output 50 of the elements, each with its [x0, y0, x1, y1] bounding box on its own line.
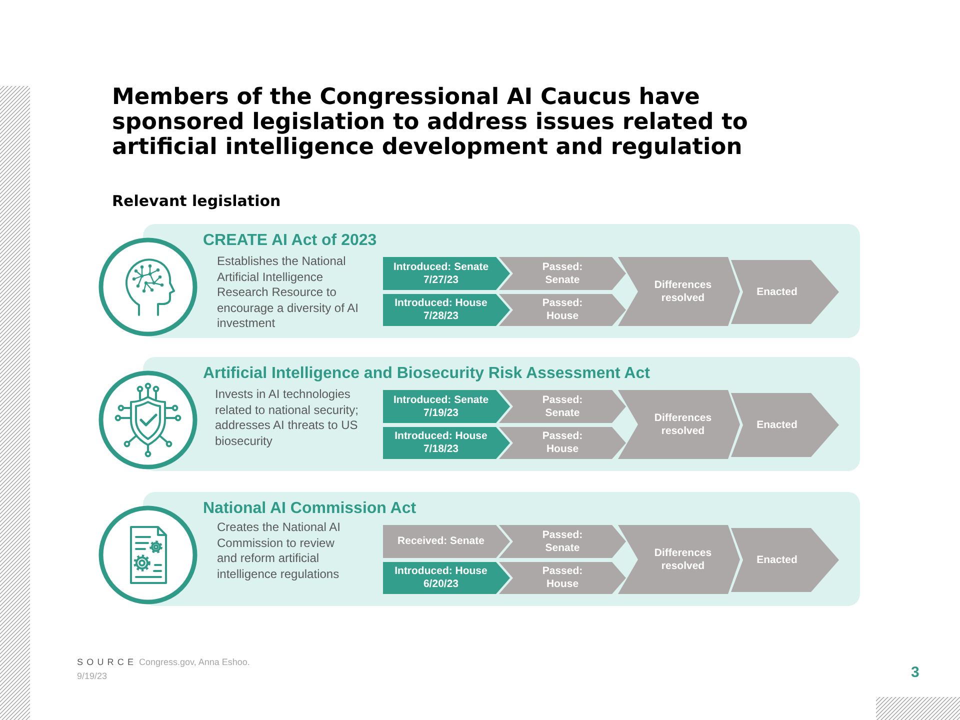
stage-label: Introduced: House: [394, 565, 488, 578]
stage-date: 7/27/23: [423, 274, 459, 286]
stage-label: Introduced: Senate: [393, 260, 489, 274]
stage-label: Passed: Senate: [541, 260, 584, 286]
stage-label: Passed: House: [541, 565, 584, 591]
stage-label: Passed: Senate: [541, 394, 584, 420]
bill-title: CREATE AI Act of 2023: [203, 231, 377, 250]
process-step: [618, 257, 740, 326]
stage-label: Introduced: House: [394, 430, 488, 443]
stage-label: Introduced: House: [394, 297, 488, 310]
stage-label: Passed: Senate: [541, 528, 584, 554]
stage-label: Differences resolved: [653, 412, 713, 438]
process-step: [383, 390, 510, 423]
stage-label: Received: Senate: [398, 535, 484, 548]
bill-title: Artificial Intelligence and Biosecurity Risk Assessment Act: [203, 364, 650, 383]
stage-label: Passed: House: [541, 297, 584, 323]
bill-title: National AI Commission Act: [203, 499, 416, 518]
bill-description: Establishes the National Artificial Intelligence Research Resource to encourage a diversity of AI investment: [217, 254, 360, 332]
date-text: 9/19/23: [77, 671, 108, 681]
process-step: [731, 528, 839, 592]
process-step: [383, 525, 510, 558]
process-step: [383, 257, 510, 290]
stage-label: Enacted: [756, 286, 798, 298]
bill-description: Invests in AI technologies related to national security; addresses AI threats to US biosecurity: [215, 387, 360, 449]
bill-panel: [143, 357, 860, 471]
stage-label: Differences resolved: [653, 278, 713, 304]
bill-panel: [143, 224, 860, 338]
process-step: [731, 260, 839, 324]
stage-label: Introduced: Senate: [393, 394, 489, 406]
process-step: [731, 393, 839, 457]
source-text: Congress.gov, Anna Eshoo.: [139, 657, 250, 667]
stage-label: Enacted: [756, 554, 798, 566]
stage-label: Differences resolved: [653, 546, 713, 572]
stage-date: 7/19/23: [423, 406, 459, 420]
slide-title: Members of the Congressional AI Caucus have sponsored legislation to address issues related to artificial intelligence development and regulation: [112, 85, 749, 160]
bill-description: Creates the National AI Commission to review and reform artificial intelligence regulations: [217, 520, 342, 582]
source-label: SOURCE: [77, 657, 138, 667]
stage-label: Passed: House: [541, 430, 584, 456]
process-step: [383, 294, 510, 326]
bill-panel: [143, 492, 860, 606]
stage-date: 7/18/23: [423, 443, 459, 456]
section-heading: Relevant legislation: [112, 192, 281, 210]
process-step: [383, 427, 510, 459]
process-step: [383, 562, 510, 594]
stage-date: 7/28/23: [423, 310, 459, 323]
process-step: [618, 390, 740, 459]
process-step: [618, 525, 740, 594]
stage-date: 6/20/23: [423, 578, 459, 591]
stage-label: Enacted: [756, 418, 798, 432]
page-number: 3: [911, 664, 920, 681]
